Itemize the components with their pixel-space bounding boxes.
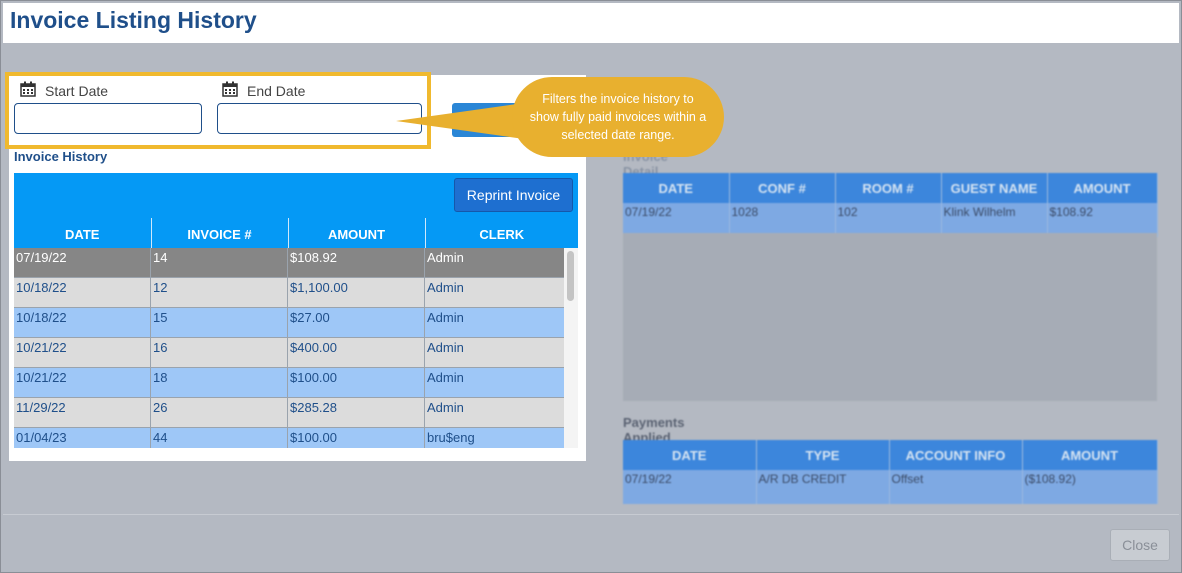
cell-date: 07/19/22 — [623, 203, 730, 237]
footer-divider — [3, 514, 1179, 515]
cell-amount: $108.92 — [288, 248, 425, 277]
cell-clerk: Admin — [427, 400, 464, 415]
cell-clerk: Admin — [427, 280, 464, 295]
col-header-date[interactable]: DATE — [14, 218, 152, 250]
cell-amount: $100.00 — [288, 368, 425, 397]
help-callout: Filters the invoice history to show full… — [512, 77, 724, 157]
cell-clerk: bru$eng — [427, 430, 475, 445]
cell-clerk: Admin — [427, 370, 464, 385]
invoice-history-table-header: DATE INVOICE # AMOUNT CLERK — [14, 218, 578, 250]
cell-amount: ($108.92) — [1022, 470, 1158, 504]
cell-room: 102 — [835, 203, 942, 237]
cell-invoice: 16 — [151, 338, 288, 367]
cell-amount: $108.92 — [1047, 203, 1158, 237]
cell-clerk: Admin — [427, 340, 464, 355]
start-date-label-group: Start Date — [20, 81, 108, 100]
payments-table: DATE TYPE ACCOUNT INFO AMOUNT 07/19/22 A… — [623, 440, 1158, 504]
cell-date: 07/19/22 — [14, 248, 151, 277]
cell-date: 01/04/23 — [14, 428, 151, 448]
cell-date: 11/29/22 — [14, 398, 151, 427]
cell-date: 10/21/22 — [14, 368, 151, 397]
table-row[interactable]: 10/18/22 15 $27.00 Admin — [14, 308, 564, 338]
table-row[interactable]: 07/19/22 A/R DB CREDIT Offset ($108.92) — [623, 470, 1158, 504]
cell-invoice: 18 — [151, 368, 288, 397]
page-title: Invoice Listing History — [10, 7, 257, 33]
start-date-input[interactable] — [14, 103, 202, 134]
invoice-history-rows: 07/19/22 14 $108.92 Admin 10/18/22 12 $1… — [14, 248, 564, 448]
invoice-detail-empty-area — [623, 233, 1157, 401]
table-row[interactable]: 07/19/22 14 $108.92 Admin — [14, 248, 564, 278]
table-row[interactable]: 10/18/22 12 $1,100.00 Admin — [14, 278, 564, 308]
col-header-date: DATE — [623, 173, 730, 203]
scrollbar-thumb[interactable] — [567, 251, 574, 301]
cell-amount: $27.00 — [288, 308, 425, 337]
col-header-date: DATE — [623, 440, 757, 470]
col-header-invoice[interactable]: INVOICE # — [151, 218, 289, 250]
invoice-history-scrollbar[interactable] — [564, 248, 578, 448]
calendar-icon — [222, 81, 238, 100]
col-header-amount: AMOUNT — [1047, 173, 1158, 203]
col-header-room: ROOM # — [835, 173, 942, 203]
cell-clerk: Admin — [427, 250, 464, 265]
cell-amount: $100.00 — [288, 428, 425, 448]
start-date-label: Start Date — [45, 82, 109, 99]
col-header-amount: AMOUNT — [1022, 440, 1158, 470]
close-button[interactable]: Close — [1110, 529, 1170, 561]
cell-invoice: 44 — [151, 428, 288, 448]
cell-date: 10/18/22 — [14, 308, 151, 337]
cell-date: 07/19/22 — [623, 470, 757, 504]
callout-text: Filters the invoice history to show full… — [529, 92, 707, 142]
end-date-label: End Date — [247, 82, 306, 99]
invoice-history-toolbar: Reprint Invoice — [14, 173, 578, 218]
cell-amount: $1,100.00 — [288, 278, 425, 307]
invoice-detail-table: DATE CONF # ROOM # GUEST NAME AMOUNT 07/… — [623, 173, 1158, 237]
cell-date: 10/21/22 — [14, 338, 151, 367]
cell-date: 10/18/22 — [14, 278, 151, 307]
col-header-amount[interactable]: AMOUNT — [288, 218, 426, 250]
end-date-label-group: End Date — [222, 81, 305, 100]
cell-invoice: 14 — [151, 248, 288, 277]
calendar-icon — [20, 81, 36, 100]
table-row[interactable]: 10/21/22 16 $400.00 Admin — [14, 338, 564, 368]
end-date-input[interactable] — [217, 103, 422, 134]
invoice-history-title: Invoice History — [14, 149, 108, 164]
col-header-guest-name: GUEST NAME — [941, 173, 1048, 203]
table-row[interactable]: 11/29/22 26 $285.28 Admin — [14, 398, 564, 428]
cell-amount: $285.28 — [288, 398, 425, 427]
cell-guest: Klink Wilhelm — [941, 203, 1048, 237]
cell-invoice: 26 — [151, 398, 288, 427]
cell-invoice: 15 — [151, 308, 288, 337]
col-header-conf: CONF # — [729, 173, 836, 203]
callout-tail — [396, 103, 524, 139]
cell-type: A/R DB CREDIT — [756, 470, 890, 504]
cell-account: Offset — [889, 470, 1023, 504]
col-header-account-info: ACCOUNT INFO — [889, 440, 1023, 470]
col-header-type: TYPE — [756, 440, 890, 470]
col-header-clerk[interactable]: CLERK — [425, 218, 578, 250]
table-row[interactable]: 01/04/23 44 $100.00 bru$eng — [14, 428, 564, 448]
cell-amount: $400.00 — [288, 338, 425, 367]
cell-clerk: Admin — [427, 310, 464, 325]
cell-invoice: 12 — [151, 278, 288, 307]
reprint-invoice-button[interactable]: Reprint Invoice — [454, 178, 573, 212]
table-row[interactable]: 07/19/22 1028 102 Klink Wilhelm $108.92 — [623, 203, 1158, 237]
title-bar: Invoice Listing History — [3, 3, 1179, 43]
table-row[interactable]: 10/21/22 18 $100.00 Admin — [14, 368, 564, 398]
cell-conf: 1028 — [729, 203, 836, 237]
